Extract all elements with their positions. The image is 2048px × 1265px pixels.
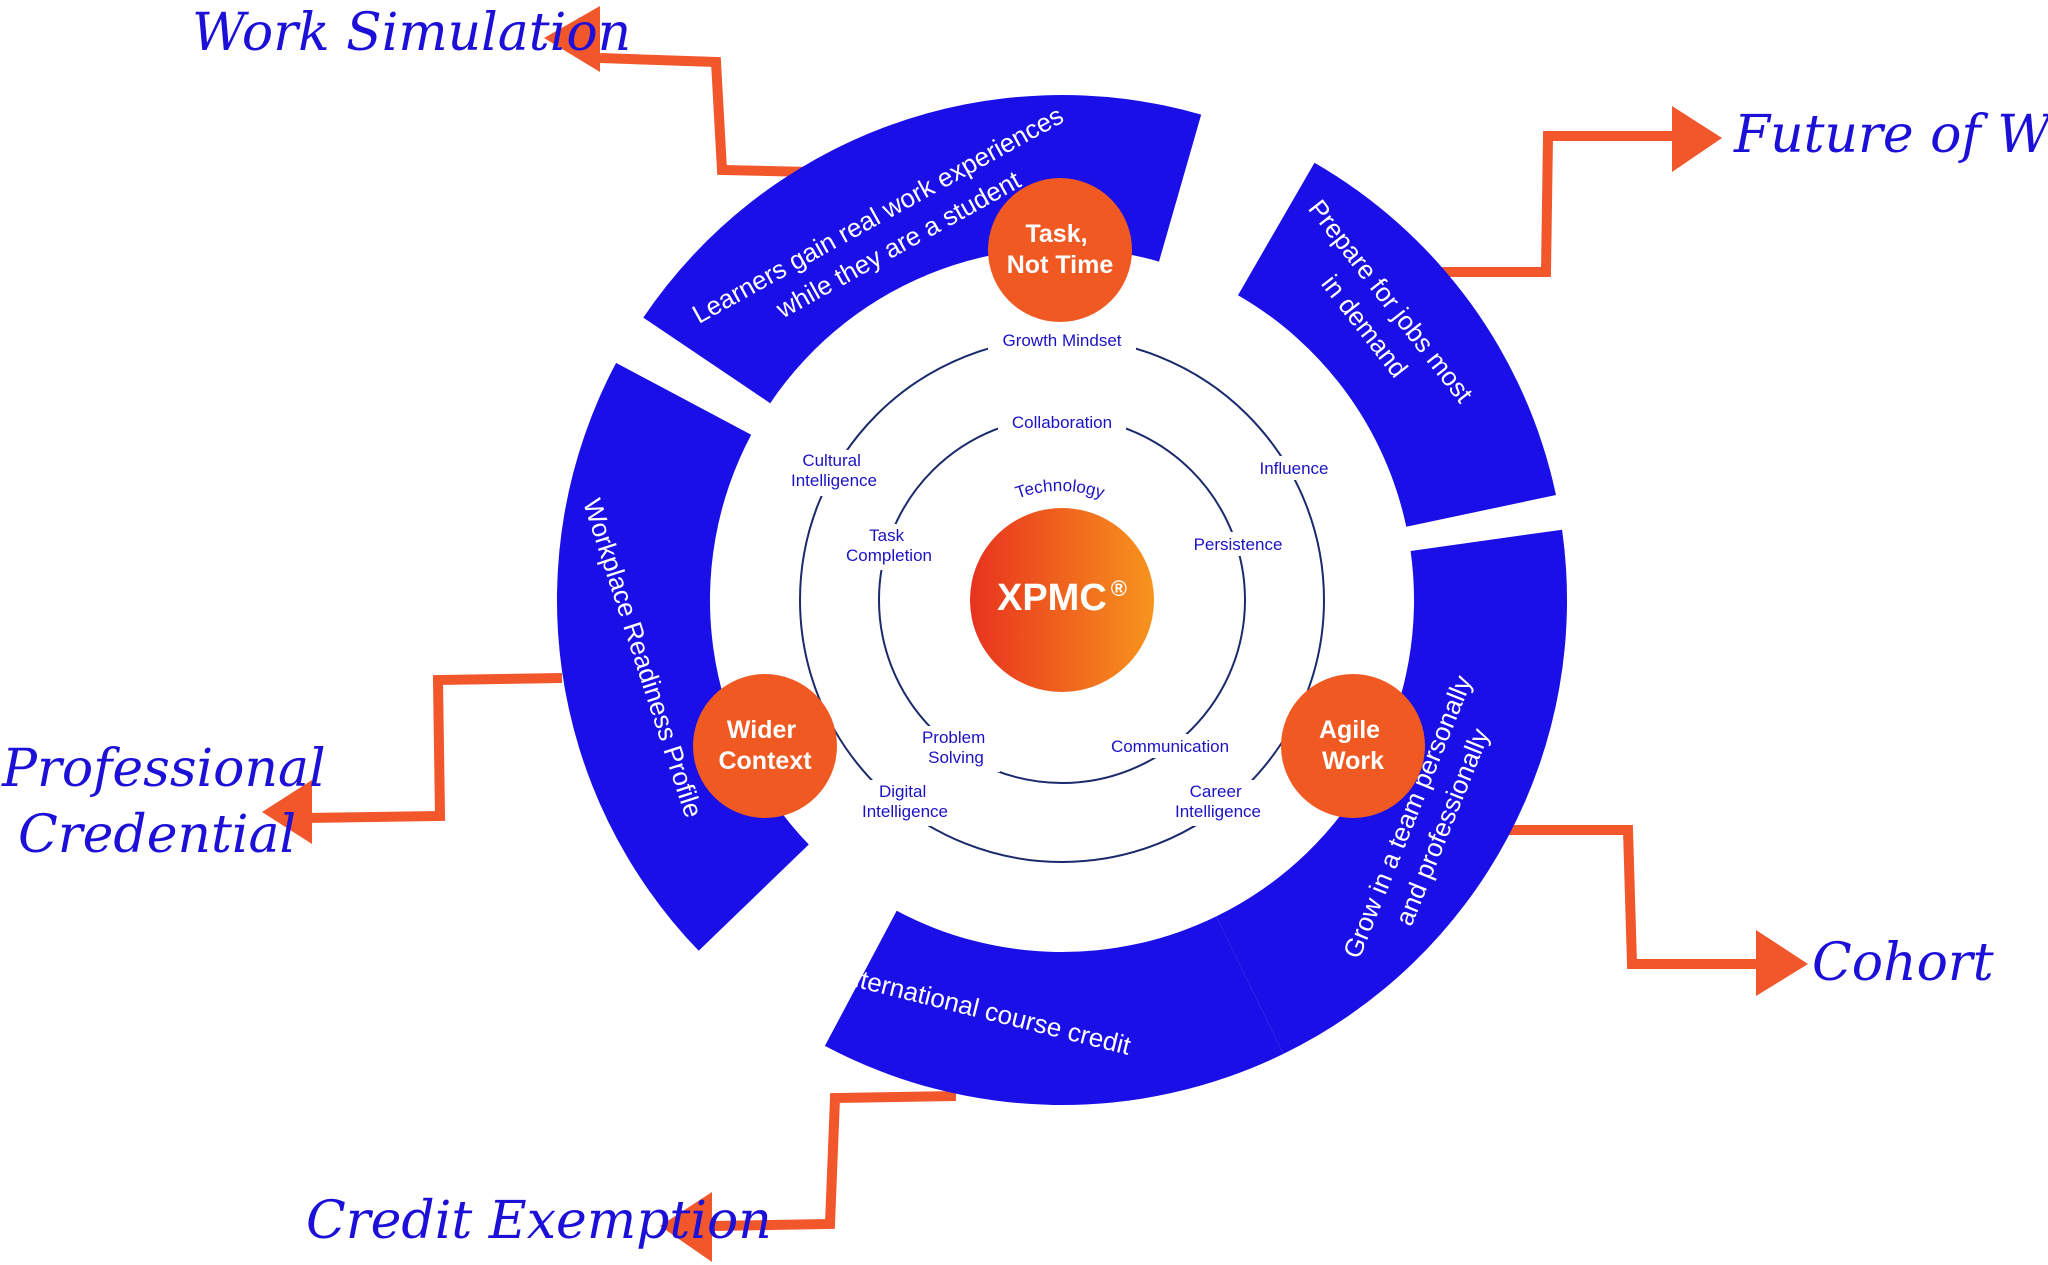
badge-wider-context-text: Wider Context xyxy=(718,716,812,775)
label-task-completion: Task Completion xyxy=(846,526,932,565)
core-circle xyxy=(970,508,1154,692)
badge-task-not-time: Task, Not Time xyxy=(988,178,1132,322)
label-communication: Communication xyxy=(1111,737,1229,756)
ring-label-collaboration: Collaboration xyxy=(998,410,1126,434)
core: XPMC® Technology xyxy=(970,476,1154,692)
label-cultural-intelligence: Cultural Intelligence xyxy=(791,451,877,490)
label-collaboration: Collaboration xyxy=(1012,413,1112,432)
ring-label-growth-mindset: Growth Mindset xyxy=(988,328,1136,352)
ring-label-persistence: Persistence xyxy=(1186,532,1292,556)
outcome-future-of-work: Future of Work xyxy=(1733,105,2048,165)
label-problem-solving: Problem Solving xyxy=(922,728,990,767)
band-readiness-profile xyxy=(556,362,809,951)
ring-label-cultural-intelligence: Cultural Intelligence xyxy=(780,450,888,496)
ring-label-problem-solving: Problem Solving xyxy=(914,726,1000,772)
ring-label-digital-intelligence: Digital Intelligence xyxy=(852,780,958,826)
ring-label-communication: Communication xyxy=(1100,734,1240,758)
arrow-cohort xyxy=(1505,825,1808,996)
outcome-credit-exemption: Credit Exemption xyxy=(306,1191,772,1251)
ring-label-influence: Influence xyxy=(1252,456,1338,480)
outcome-professional-credential: Professional Credential xyxy=(1,739,342,865)
connector-arrows xyxy=(262,6,1808,1262)
arrow-future-of-work xyxy=(1435,106,1722,277)
label-career-intelligence: Career Intelligence xyxy=(1175,782,1261,821)
arrow-credit-exemption xyxy=(660,1091,957,1262)
ring-label-career-intelligence: Career Intelligence xyxy=(1166,780,1272,826)
ring-label-technology: Technology xyxy=(1013,476,1107,503)
badges: Task, Not Time Agile Work Wider Context xyxy=(693,178,1425,818)
badge-wider-context: Wider Context xyxy=(693,674,837,818)
ring-label-task-completion: Task Completion xyxy=(836,524,942,570)
arrow-work-simulation xyxy=(544,6,811,177)
outcome-work-simulation: Work Simulation xyxy=(192,3,631,63)
badge-agile-work-text: Agile Work xyxy=(1319,716,1387,775)
outcome-labels: Work Simulation Future of Work Cohort Cr… xyxy=(1,3,2048,1251)
label-growth-mindset: Growth Mindset xyxy=(1002,331,1121,350)
label-influence: Influence xyxy=(1260,459,1329,478)
registered-mark: ® xyxy=(1111,576,1127,601)
label-digital-intelligence: Digital Intelligence xyxy=(862,782,948,821)
band-jobs-in-demand xyxy=(1238,162,1556,527)
outcome-cohort: Cohort xyxy=(1812,933,1994,993)
badge-agile-work: Agile Work xyxy=(1281,674,1425,818)
arrow-professional-credential xyxy=(262,673,563,844)
core-title: XPMC® xyxy=(997,576,1127,619)
label-persistence: Persistence xyxy=(1194,535,1283,554)
band-course-credit xyxy=(824,910,1284,1106)
band-work-experience xyxy=(643,95,1202,404)
ring-labels: Collaboration Persistence Communication … xyxy=(780,328,1338,826)
badge-task-not-time-text: Task, Not Time xyxy=(1007,220,1114,279)
